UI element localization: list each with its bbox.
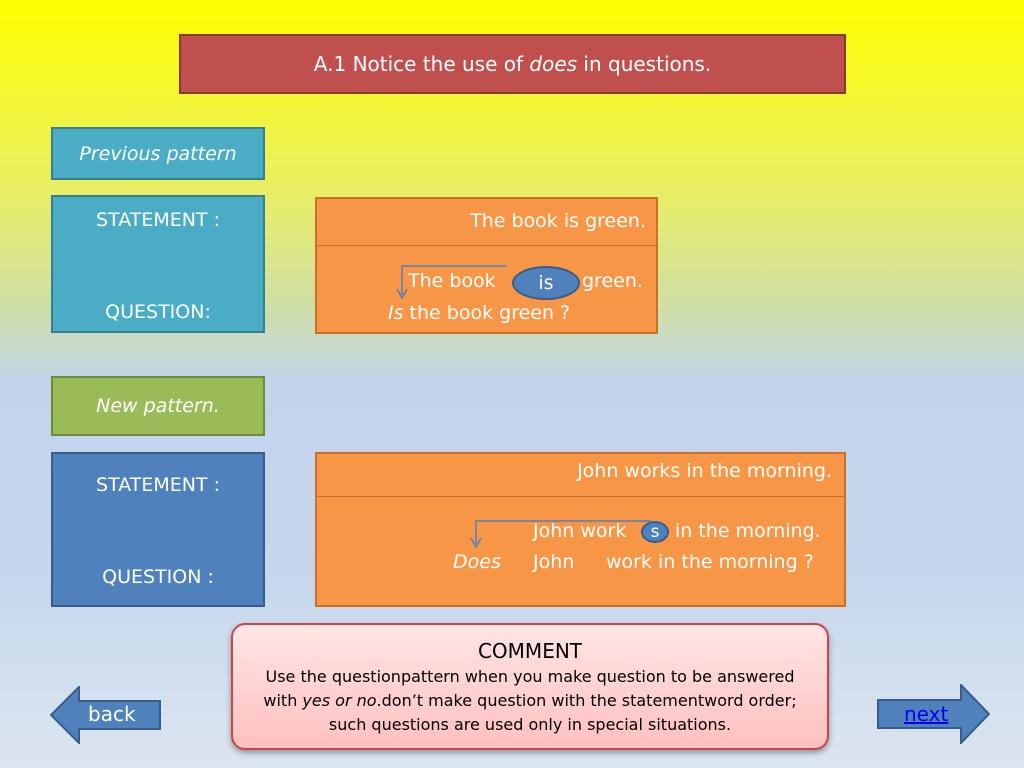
comment-title: COMMENT — [477, 639, 583, 663]
previous-verb-text: is — [538, 272, 554, 294]
previous-example-box: The book is green. The book is green. Is… — [315, 197, 658, 334]
down-arrow-icon — [396, 265, 507, 300]
back-button[interactable]: back — [50, 686, 162, 744]
new-labels-box: STATEMENT : QUESTION : — [51, 452, 265, 607]
previous-statement-label: STATEMENT : — [96, 209, 220, 231]
new-suffix-text: s — [650, 522, 660, 542]
comment-body: Use the questionpattern when you make qu… — [253, 665, 807, 737]
previous-pattern-text: Previous pattern — [79, 142, 237, 165]
new-example-box: John works in the morning. John work s i… — [315, 452, 846, 607]
comment-line3: such questions are used only in special … — [328, 715, 732, 734]
title-text: A.1 Notice the use of does in questions. — [314, 52, 711, 76]
page-title: A.1 Notice the use of does in questions. — [179, 34, 846, 94]
comment-line2-italic: yes or no — [302, 691, 377, 710]
title-prefix: A.1 Notice the use of — [313, 52, 530, 76]
back-label: back — [88, 702, 136, 726]
title-suffix: in questions. — [577, 52, 712, 76]
new-question-label: QUESTION : — [102, 566, 214, 588]
new-question-does: Does — [453, 551, 501, 573]
right-arrow-icon — [877, 684, 991, 744]
down-arrow-icon — [470, 520, 651, 549]
comment-line2-prefix: with — [263, 691, 303, 710]
previous-question-line1-b: green. — [582, 270, 643, 292]
previous-question-line1-a: The book — [408, 270, 496, 292]
new-statement-label: STATEMENT : — [96, 474, 220, 496]
new-statement-text: John works in the morning. — [577, 460, 832, 482]
previous-question-rest: the book green ? — [403, 302, 571, 324]
new-divider — [317, 454, 844, 497]
new-question-line1-b: in the morning. — [675, 520, 821, 542]
new-question-subject: John — [533, 551, 575, 573]
new-question-line1-a: John work — [533, 520, 627, 542]
previous-pattern-label: Previous pattern — [51, 127, 265, 180]
left-arrow-icon — [50, 686, 161, 744]
new-pattern-text: New pattern. — [96, 395, 220, 417]
previous-question-aux: Is — [388, 302, 404, 324]
new-suffix-oval: s — [641, 521, 669, 543]
next-button[interactable]: next — [877, 684, 991, 744]
previous-question-label: QUESTION: — [105, 301, 211, 323]
next-label[interactable]: next — [904, 702, 949, 726]
title-italic: does — [529, 52, 578, 76]
previous-verb-oval: is — [512, 266, 580, 300]
previous-statement-text: The book is green. — [470, 210, 646, 232]
comment-box: COMMENT Use the questionpattern when you… — [231, 623, 829, 750]
comment-line1: Use the questionpattern when you make qu… — [265, 667, 795, 686]
new-question-rest: work in the morning ? — [606, 551, 814, 573]
new-question-aux: Does — [453, 551, 501, 573]
comment-line2: with yes or no.don’t make question with … — [253, 689, 807, 713]
new-pattern-label: New pattern. — [51, 376, 265, 436]
previous-labels-box: STATEMENT : QUESTION: — [51, 195, 265, 333]
previous-question-line2: Is the book green ? — [388, 302, 570, 324]
comment-line2-suffix: .don’t make question with the statementw… — [376, 691, 797, 710]
previous-divider — [317, 199, 656, 246]
